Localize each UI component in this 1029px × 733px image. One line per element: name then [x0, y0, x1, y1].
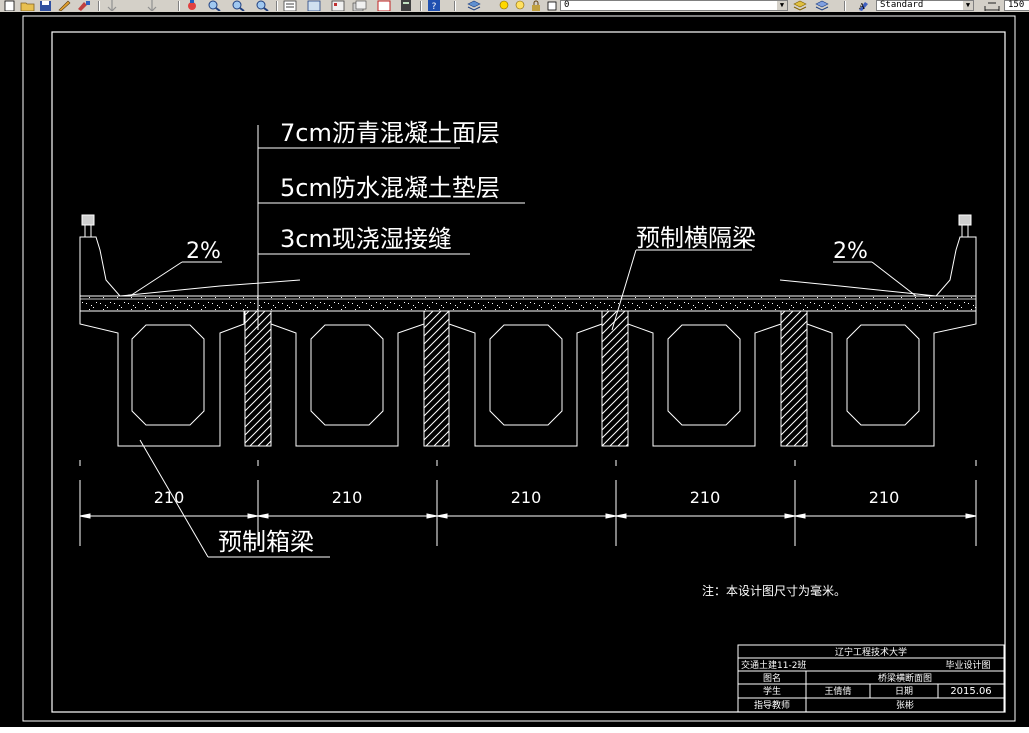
- zoom-previous-icon[interactable]: [254, 0, 270, 11]
- title-advisor-label: 指导教师: [754, 699, 790, 711]
- title-block: [737, 644, 1005, 713]
- title-name-value: 桥梁横断面图: [878, 672, 932, 684]
- layer-state-icon[interactable]: [792, 0, 808, 11]
- properties-icon[interactable]: [282, 0, 298, 11]
- layer-color-icon[interactable]: [544, 0, 560, 11]
- title-student-label: 学生: [763, 685, 781, 697]
- text-style-value: Standard: [880, 0, 924, 10]
- zoom-realtime-icon[interactable]: [206, 0, 222, 11]
- chevron-down-icon: ▼: [777, 1, 787, 10]
- title-date-label: 日期: [895, 686, 913, 697]
- title-student-value: 王倩倩: [824, 685, 851, 697]
- title-name-label: 图名: [763, 672, 781, 684]
- layer-bulb-icon[interactable]: [496, 0, 512, 11]
- zoom-window-icon[interactable]: [230, 0, 246, 11]
- tool-palette-icon[interactable]: [330, 0, 346, 11]
- text-style-dropdown[interactable]: Standard ▼: [876, 0, 974, 11]
- wet-joints: [244, 310, 808, 447]
- command-line[interactable]: [0, 727, 1029, 733]
- undo-icon[interactable]: [104, 0, 120, 11]
- title-advisor-value: 张彬: [896, 699, 914, 711]
- layer-freeze-icon[interactable]: [512, 0, 528, 11]
- title-class: 交通土建11-2班: [741, 659, 806, 671]
- drawing-canvas[interactable]: 7cm沥青混凝土面层 5cm防水混凝土垫层 3cm现浇湿接缝 预制横隔梁 预制箱…: [0, 12, 1029, 727]
- label-asphalt-layer: 7cm沥青混凝土面层: [280, 119, 500, 147]
- markup-icon[interactable]: [376, 0, 392, 11]
- drawing-note: 注：本设计图尺寸为毫米。: [702, 583, 846, 598]
- svg-text:A: A: [858, 2, 865, 11]
- label-waterproof-layer: 5cm防水混凝土垫层: [280, 174, 500, 202]
- outer-frame: [22, 15, 1016, 722]
- label-box-girder: 预制箱梁: [218, 528, 314, 556]
- pencil-icon[interactable]: [56, 0, 72, 11]
- dimension-text: 210: [869, 488, 900, 507]
- box-girders: [79, 311, 977, 447]
- redo-icon[interactable]: [144, 0, 160, 11]
- new-icon[interactable]: [2, 0, 18, 11]
- label-slope-left: 2%: [186, 239, 221, 264]
- calculator-icon[interactable]: [398, 0, 414, 11]
- svg-text:?: ?: [432, 2, 437, 11]
- label-diaphragm: 预制横隔梁: [636, 224, 756, 252]
- inner-frame: [51, 31, 1006, 713]
- title-date-value: 2015.06: [950, 686, 991, 697]
- right-guardrail: [779, 214, 977, 297]
- text-style-icon[interactable]: A: [856, 0, 872, 11]
- label-slope-right: 2%: [833, 239, 868, 264]
- layer-lock-icon[interactable]: [528, 0, 544, 11]
- dimension-line: [79, 460, 977, 546]
- label-wet-joint: 3cm现浇湿接缝: [280, 225, 452, 253]
- dimension-text: 210: [332, 488, 363, 507]
- layer-manager-icon[interactable]: [466, 0, 482, 11]
- title-university: 辽宁工程技术大学: [835, 646, 907, 658]
- save-icon[interactable]: [38, 0, 54, 11]
- match-prop-icon[interactable]: [76, 0, 92, 11]
- pavement-layers: [79, 295, 977, 312]
- layer-dropdown[interactable]: 0 ▼: [560, 0, 788, 11]
- chevron-down-icon: ▼: [963, 1, 973, 10]
- dim-style-dropdown[interactable]: 150: [1004, 0, 1029, 11]
- title-design-type: 毕业设计图: [945, 659, 990, 671]
- sheet-set-icon[interactable]: [352, 0, 368, 11]
- pan-icon[interactable]: [184, 0, 200, 11]
- layer-previous-icon[interactable]: [814, 0, 830, 11]
- layer-leaders: [129, 125, 917, 558]
- dimension-text: 210: [511, 488, 542, 507]
- dim-style-icon[interactable]: [984, 0, 1000, 11]
- design-center-icon[interactable]: [306, 0, 322, 11]
- dim-style-value: 150: [1008, 0, 1025, 10]
- dimension-text: 210: [690, 488, 721, 507]
- dimension-text: 210: [154, 488, 185, 507]
- layer-dropdown-value: 0: [564, 0, 570, 10]
- help-icon[interactable]: ?: [426, 0, 442, 11]
- left-guardrail: [79, 214, 301, 297]
- open-icon[interactable]: [20, 0, 36, 11]
